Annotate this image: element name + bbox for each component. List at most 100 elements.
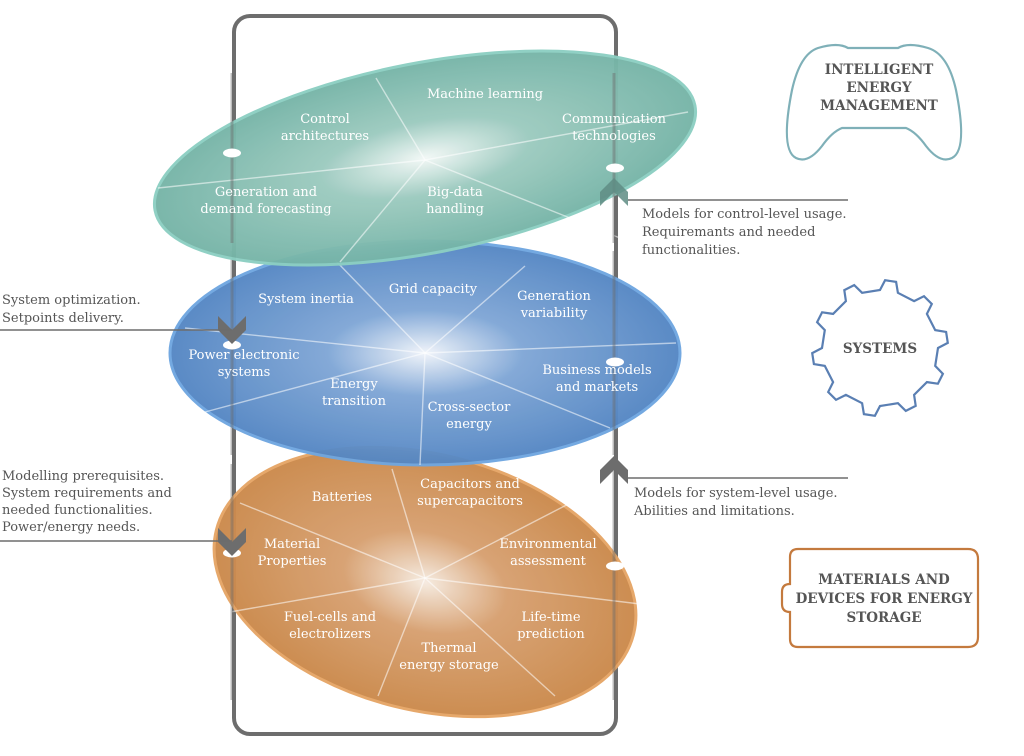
note-system-optimization: System optimization. Setpoints delivery. — [2, 293, 141, 326]
segment-label-line: Business models — [542, 363, 651, 378]
frame-hole-marker — [606, 163, 624, 173]
segment-divider — [424, 497, 581, 579]
segment-divider — [424, 577, 556, 697]
segment-label-line: Machine learning — [427, 87, 543, 102]
segment-label: Power electronic systems — [188, 348, 299, 380]
badge-line: MATERIALS AND — [818, 572, 950, 588]
badge-systems: SYSTEMS — [810, 278, 950, 418]
segment-divider — [424, 577, 641, 605]
segment-label-line: Generation — [517, 289, 591, 304]
segment-divider — [157, 159, 426, 189]
gamepad-icon — [785, 43, 963, 161]
segment-label-line: variability — [520, 306, 588, 321]
segment-label: Grid capacity — [389, 282, 478, 297]
segment-label-line: Big-data — [427, 185, 483, 200]
segment-label-line: Thermal — [421, 641, 476, 656]
segment-divider — [424, 342, 677, 354]
badge-line: SYSTEMS — [843, 341, 917, 357]
segment-label: Capacitors and supercapacitors — [417, 477, 523, 509]
segment-label-line: Material — [264, 537, 320, 552]
segment-label-line: technologies — [572, 129, 656, 144]
note-line: functionalities. — [642, 243, 740, 258]
segment-divider — [229, 577, 426, 613]
segment-label-line: systems — [218, 365, 271, 380]
segment-label: Business models and markets — [542, 363, 651, 395]
segment-label: Control architectures — [281, 112, 369, 144]
segment-label-line: Batteries — [312, 490, 372, 505]
segment-divider — [424, 159, 621, 239]
note-line: Power/energy needs. — [2, 520, 140, 535]
segment-label-line: Communication — [562, 112, 667, 127]
segment-label-line: Properties — [258, 554, 327, 569]
frame-hole-marker — [606, 357, 624, 367]
segment-label-line: Capacitors and — [420, 477, 520, 492]
note-system-level: Models for system-level usage. Abilities … — [633, 486, 838, 519]
segment-divider — [391, 468, 426, 579]
segment-divider — [377, 577, 426, 697]
segment-divider — [239, 502, 426, 579]
segment-label: System inertia — [258, 292, 354, 307]
note-line: Modelling prerequisites. — [2, 469, 164, 484]
segment-label-line: architectures — [281, 129, 369, 144]
segment-label-line: electrolizers — [289, 627, 371, 642]
segment-label-line: Environmental — [499, 537, 596, 552]
segment-label: Environmental assessment — [499, 537, 596, 569]
segment-label-line: transition — [322, 394, 387, 409]
badge-line: DEVICES FOR ENERGY — [796, 591, 973, 607]
frame-hole-marker — [606, 561, 624, 571]
badge-line: ENERGY — [846, 80, 912, 96]
arrow-up-icon — [600, 456, 628, 484]
segment-label: Generation variability — [517, 289, 591, 321]
segment-label-line: and markets — [556, 380, 638, 395]
badge-line: STORAGE — [846, 610, 921, 626]
frame-hole-marker — [223, 340, 241, 350]
segment-divider — [419, 352, 426, 466]
segment-label-line: Control — [300, 112, 350, 127]
segment-label-line: Energy — [330, 377, 378, 392]
arrow-up-icon — [600, 178, 628, 206]
badge-line: MANAGEMENT — [820, 98, 938, 114]
battery-icon — [780, 547, 980, 649]
segment-label-line: supercapacitors — [417, 494, 523, 509]
segment-label-line: handling — [426, 202, 484, 217]
note-line: Abilities and limitations. — [633, 504, 795, 519]
note-line: needed functionalities. — [2, 503, 153, 518]
segment-label-line: Life-time — [521, 610, 580, 625]
layer-materials: Batteries Capacitors and supercapacitorsMa… — [212, 445, 641, 719]
svg-text:Modelling prerequisites.System: Modelling prerequisites. System requireme… — [2, 469, 172, 535]
note-modelling-prerequisites: Modelling prerequisites. System requireme… — [2, 469, 172, 535]
segment-divider — [204, 352, 426, 413]
svg-text:Models for system-level usage.: Models for system-level usage. Abilities … — [633, 486, 838, 519]
frame-hole-marker — [223, 148, 241, 158]
note-line: Requiremants and needed — [642, 225, 815, 240]
arrow-down-icon — [218, 528, 246, 556]
gear-icon — [810, 278, 950, 418]
layer-disc — [152, 49, 698, 267]
segment-label-line: Power electronic — [188, 348, 299, 363]
segment-label-line: Cross-sector — [428, 400, 511, 415]
note-line: Setpoints delivery. — [2, 311, 124, 326]
note-line: System optimization. — [2, 293, 141, 308]
badge-materials: MATERIALS AND DEVICES FOR ENERGY STORAGE — [780, 547, 980, 649]
segment-label: Big-data handling — [426, 185, 484, 217]
segment-divider — [339, 159, 426, 263]
segment-label-line: demand forecasting — [200, 202, 331, 217]
note-line: System requirements and — [2, 486, 172, 501]
segment-label-line: Grid capacity — [389, 282, 478, 297]
segment-label: Batteries — [312, 490, 372, 505]
segment-divider — [424, 352, 611, 429]
note-line: Models for system-level usage. — [634, 486, 838, 501]
segment-label-line: assessment — [510, 554, 587, 569]
segment-divider — [424, 111, 689, 161]
segment-label-line: energy — [446, 417, 492, 432]
